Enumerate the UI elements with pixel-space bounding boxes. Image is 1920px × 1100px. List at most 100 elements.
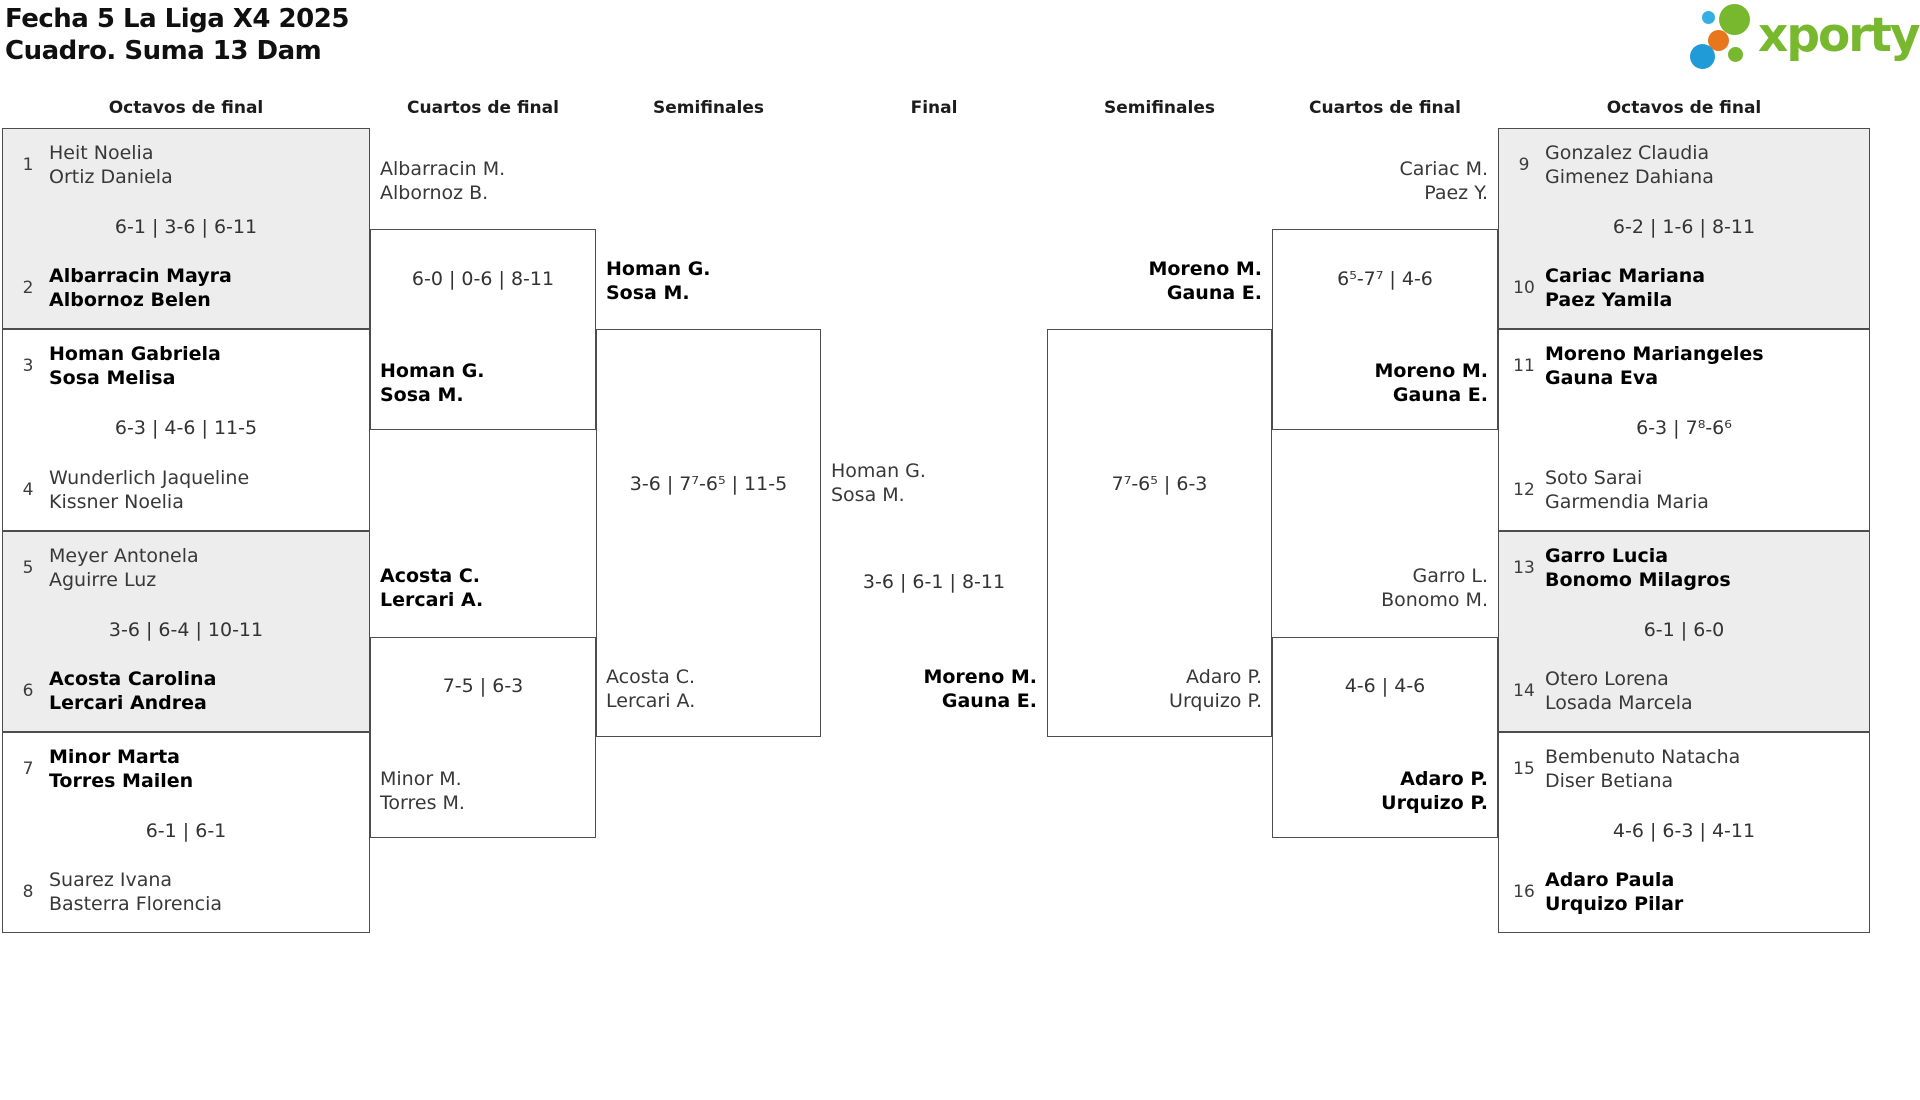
seed-number: 8 (22, 882, 34, 902)
team-name: Acosta Carolina Lercari Andrea (49, 668, 217, 714)
round-header-octavos-right: Octavos de final (1606, 98, 1762, 118)
team-row: 15 Bembenuto Natacha Diser Betiana (1509, 745, 1859, 793)
team-name: Gonzalez Claudia Gimenez Dahiana (1545, 142, 1714, 188)
qf-right-1-team-top: Cariac M. Paez Y. (1399, 158, 1488, 204)
team-name: Suarez Ivana Basterra Florencia (49, 869, 223, 915)
logo-dot-green-large (1719, 4, 1750, 35)
team-name: Homan Gabriela Sosa Melisa (49, 343, 221, 389)
seed-number: 13 (1513, 558, 1535, 578)
team-name: Moreno Mariangeles Gauna Eva (1545, 343, 1764, 389)
qf-left-2-score: 7-5 | 6-3 (442, 675, 524, 697)
sf-right-score: 7⁷-6⁵ | 6-3 (1111, 473, 1208, 495)
match-score: 6-1 | 6-1 (145, 819, 227, 842)
qf-left-1-score: 6-0 | 0-6 | 8-11 (411, 268, 555, 290)
sf-left-team-bottom: Acosta C. Lercari A. (606, 666, 696, 712)
seed-number: 10 (1513, 278, 1535, 298)
seed-number: 15 (1513, 759, 1535, 779)
quarterfinal-right-1-box (1272, 229, 1498, 430)
match-score: 6-2 | 1-6 | 8-11 (1612, 215, 1756, 238)
match-box-1v2: 1 Heit Noelia Ortiz Daniela 6-1 | 3-6 | … (2, 128, 370, 329)
seed-number: 12 (1513, 480, 1535, 500)
team-name: Cariac Mariana Paez Yamila (1545, 265, 1706, 311)
team-row: 6 Acosta Carolina Lercari Andrea (13, 667, 359, 715)
team-name: Heit Noelia Ortiz Daniela (49, 142, 173, 188)
round-header-cuartos-left: Cuartos de final (407, 98, 559, 118)
qf-right-1-team-bottom: Moreno M. Gauna E. (1374, 360, 1488, 406)
team-row: 4 Wunderlich Jaqueline Kissner Noelia (13, 466, 359, 514)
match-box-13v14: 13 Garro Lucia Bonomo Milagros 6-1 | 6-0… (1498, 531, 1870, 732)
team-row: 9 Gonzalez Claudia Gimenez Dahiana (1509, 141, 1859, 189)
qf-right-2-team-top: Garro L. Bonomo M. (1381, 565, 1488, 611)
team-row: 1 Heit Noelia Ortiz Daniela (13, 141, 359, 189)
logo-dots-icon (1688, 3, 1758, 69)
semifinal-left-box (596, 329, 821, 737)
match-score: 6-1 | 3-6 | 6-11 (114, 215, 258, 238)
team-row: 7 Minor Marta Torres Mailen (13, 745, 359, 793)
team-name: Minor Marta Torres Mailen (49, 746, 194, 792)
team-name: Bembenuto Natacha Diser Betiana (1545, 746, 1741, 792)
team-row: 10 Cariac Mariana Paez Yamila (1509, 264, 1859, 312)
seed-number: 7 (22, 759, 34, 779)
match-score: 3-6 | 6-4 | 10-11 (108, 618, 264, 641)
round-header-octavos-left: Octavos de final (108, 98, 264, 118)
match-box-5v6: 5 Meyer Antonela Aguirre Luz 3-6 | 6-4 |… (2, 531, 370, 732)
team-name: Soto Sarai Garmendia Maria (1545, 467, 1709, 513)
team-row: 3 Homan Gabriela Sosa Melisa (13, 342, 359, 390)
team-row: 14 Otero Lorena Losada Marcela (1509, 667, 1859, 715)
logo-dot-blue-small (1702, 11, 1715, 24)
round-header-cuartos-right: Cuartos de final (1309, 98, 1461, 118)
team-name: Meyer Antonela Aguirre Luz (49, 545, 199, 591)
match-score: 6-3 | 4-6 | 11-5 (114, 417, 258, 439)
qf-left-1-team-top: Albarracin M. Albornoz B. (380, 158, 506, 204)
team-row: 8 Suarez Ivana Basterra Florencia (13, 868, 359, 916)
page-subtitle: Cuadro. Suma 13 Dam (5, 36, 322, 66)
seed-number: 1 (22, 155, 34, 175)
seed-number: 4 (22, 480, 34, 500)
team-row: 12 Soto Sarai Garmendia Maria (1509, 466, 1859, 514)
team-row: 16 Adaro Paula Urquizo Pilar (1509, 868, 1859, 916)
seed-number: 3 (22, 356, 34, 376)
team-row: 11 Moreno Mariangeles Gauna Eva (1509, 342, 1859, 390)
sf-left-team-top: Homan G. Sosa M. (606, 258, 711, 304)
match-score: 6-1 | 6-0 (1643, 618, 1725, 641)
logo-dot-blue-large (1690, 44, 1715, 69)
team-row: 2 Albarracin Mayra Albornoz Belen (13, 264, 359, 312)
team-name: Otero Lorena Losada Marcela (1545, 668, 1693, 714)
match-box-3v4: 3 Homan Gabriela Sosa Melisa 6-3 | 4-6 |… (2, 329, 370, 531)
sf-right-team-top: Moreno M. Gauna E. (1148, 258, 1262, 304)
qf-left-2-team-bottom: Minor M. Torres M. (380, 768, 465, 814)
logo-dot-green-small (1728, 47, 1743, 62)
seed-number: 6 (22, 681, 34, 701)
final-score: 3-6 | 6-1 | 8-11 (862, 571, 1006, 593)
quarterfinal-left-1-box (370, 229, 596, 430)
match-score: 6-3 | 7⁸-6⁶ (1636, 417, 1732, 439)
final-team-bottom-champion: Moreno M. Gauna E. (923, 666, 1037, 712)
qf-left-1-team-bottom: Homan G. Sosa M. (380, 360, 485, 406)
team-name: Garro Lucia Bonomo Milagros (1545, 545, 1731, 591)
qf-right-1-score: 6⁵-7⁷ | 4-6 (1337, 268, 1433, 290)
final-team-top: Homan G. Sosa M. (831, 460, 926, 506)
team-row: 5 Meyer Antonela Aguirre Luz (13, 544, 359, 592)
sf-left-score: 3-6 | 7⁷-6⁵ | 11-5 (629, 473, 788, 495)
seed-number: 2 (22, 278, 34, 298)
semifinal-right-box (1047, 329, 1272, 737)
quarterfinal-left-2-box (370, 637, 596, 838)
page-title: Fecha 5 La Liga X4 2025 (5, 4, 349, 34)
xporty-logo[interactable]: xporty (1688, 2, 1920, 69)
match-box-11v12: 11 Moreno Mariangeles Gauna Eva 6-3 | 7⁸… (1498, 329, 1870, 531)
qf-right-2-team-bottom: Adaro P. Urquizo P. (1381, 768, 1488, 814)
match-box-9v10: 9 Gonzalez Claudia Gimenez Dahiana 6-2 |… (1498, 128, 1870, 329)
logo-wordmark: xporty (1758, 7, 1920, 63)
logo-dot-orange (1708, 30, 1729, 51)
sf-right-team-bottom: Adaro P. Urquizo P. (1169, 666, 1262, 712)
quarterfinal-right-2-box (1272, 637, 1498, 838)
match-score: 4-6 | 6-3 | 4-11 (1612, 819, 1756, 842)
team-name: Adaro Paula Urquizo Pilar (1545, 869, 1684, 915)
seed-number: 5 (22, 558, 34, 578)
team-name: Albarracin Mayra Albornoz Belen (49, 265, 232, 311)
match-box-15v16: 15 Bembenuto Natacha Diser Betiana 4-6 |… (1498, 732, 1870, 933)
match-box-7v8: 7 Minor Marta Torres Mailen 6-1 | 6-1 8 … (2, 732, 370, 933)
round-header-final: Final (910, 98, 958, 118)
team-name: Wunderlich Jaqueline Kissner Noelia (49, 467, 250, 513)
